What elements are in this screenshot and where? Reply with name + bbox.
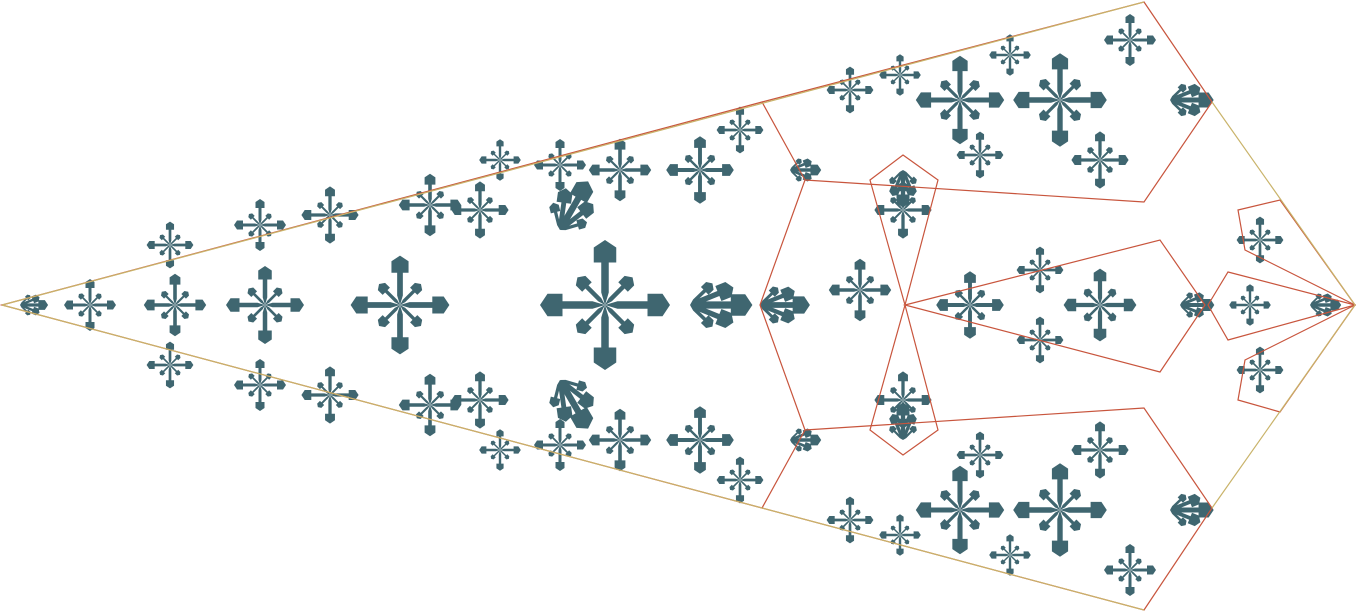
outer-edge-upper <box>1211 101 1356 306</box>
lower-right-block <box>827 421 1214 596</box>
middle-right-block <box>936 247 1214 364</box>
central-kite <box>829 168 932 443</box>
middle-block-outline <box>902 239 1206 373</box>
left-wedge <box>18 107 821 504</box>
central-kite-outline <box>869 154 939 456</box>
outer-edge-lower <box>1211 304 1356 509</box>
outer-edge-left-top <box>1 1 1145 306</box>
upper-right-block <box>827 14 1214 189</box>
right-tip <box>1229 217 1341 394</box>
outer-edge-left-bottom <box>1 304 1145 611</box>
fractal-pattern <box>18 14 1341 596</box>
